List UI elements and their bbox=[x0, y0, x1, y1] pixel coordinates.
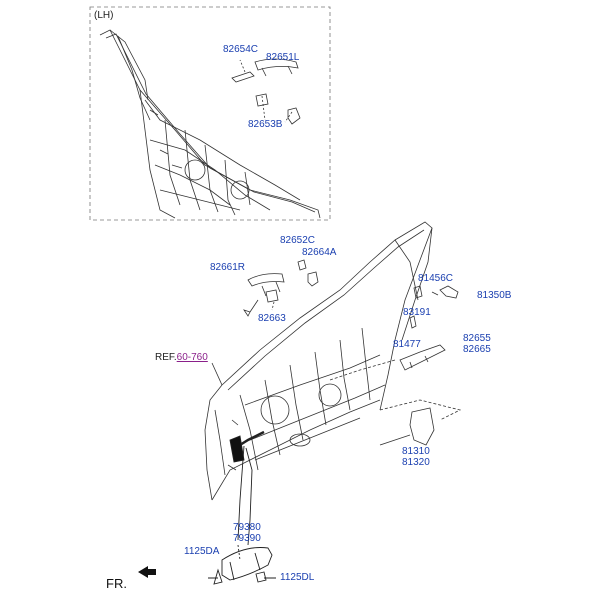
front-arrow-icon bbox=[138, 566, 156, 578]
part-label-82653B[interactable]: 82653B bbox=[248, 119, 283, 130]
part-label-1125DL[interactable]: 1125DL bbox=[280, 572, 315, 583]
part-label-81456C[interactable]: 81456C bbox=[418, 273, 454, 284]
part-label-group-82655: 82655 82665 bbox=[463, 333, 491, 355]
part-label-82663[interactable]: 82663 bbox=[258, 313, 286, 324]
part-label-82655[interactable]: 82655 bbox=[463, 333, 491, 344]
ref-link[interactable]: 60-760 bbox=[176, 352, 208, 363]
part-label-82665[interactable]: 82665 bbox=[463, 344, 491, 355]
part-label-82661R[interactable]: 82661R bbox=[210, 262, 246, 273]
part-label-79380[interactable]: 79380 bbox=[233, 522, 261, 533]
rh-latch-parts bbox=[329, 285, 462, 446]
part-label-81320[interactable]: 81320 bbox=[402, 457, 430, 468]
lh-handle-parts bbox=[231, 54, 301, 125]
front-label: FR. bbox=[106, 576, 127, 591]
part-label-82652C[interactable]: 82652C bbox=[280, 235, 316, 246]
part-label-group-79380: 79380 79390 bbox=[233, 522, 261, 544]
lh-door-drawing bbox=[99, 29, 321, 219]
part-label-82664A[interactable]: 82664A bbox=[302, 247, 337, 258]
part-label-81310[interactable]: 81310 bbox=[402, 446, 430, 457]
ref-label: REF.60-760 bbox=[155, 352, 208, 363]
part-label-82651L[interactable]: 82651L bbox=[266, 52, 300, 63]
ref-leader bbox=[211, 362, 223, 386]
part-label-81350B[interactable]: 81350B bbox=[477, 290, 512, 301]
lh-inset-label: (LH) bbox=[94, 10, 114, 21]
part-label-79390[interactable]: 79390 bbox=[233, 533, 261, 544]
part-label-82654C[interactable]: 82654C bbox=[223, 44, 259, 55]
ref-prefix: REF. bbox=[155, 352, 177, 363]
part-label-1125DA[interactable]: 1125DA bbox=[184, 546, 220, 557]
part-label-group-81310: 81310 81320 bbox=[402, 446, 430, 468]
part-label-81477[interactable]: 81477 bbox=[393, 339, 421, 350]
hinge-parts bbox=[208, 430, 276, 585]
lh-inset-frame bbox=[89, 6, 331, 221]
part-label-83191[interactable]: 83191 bbox=[403, 307, 431, 318]
rh-handle-parts bbox=[243, 259, 319, 317]
